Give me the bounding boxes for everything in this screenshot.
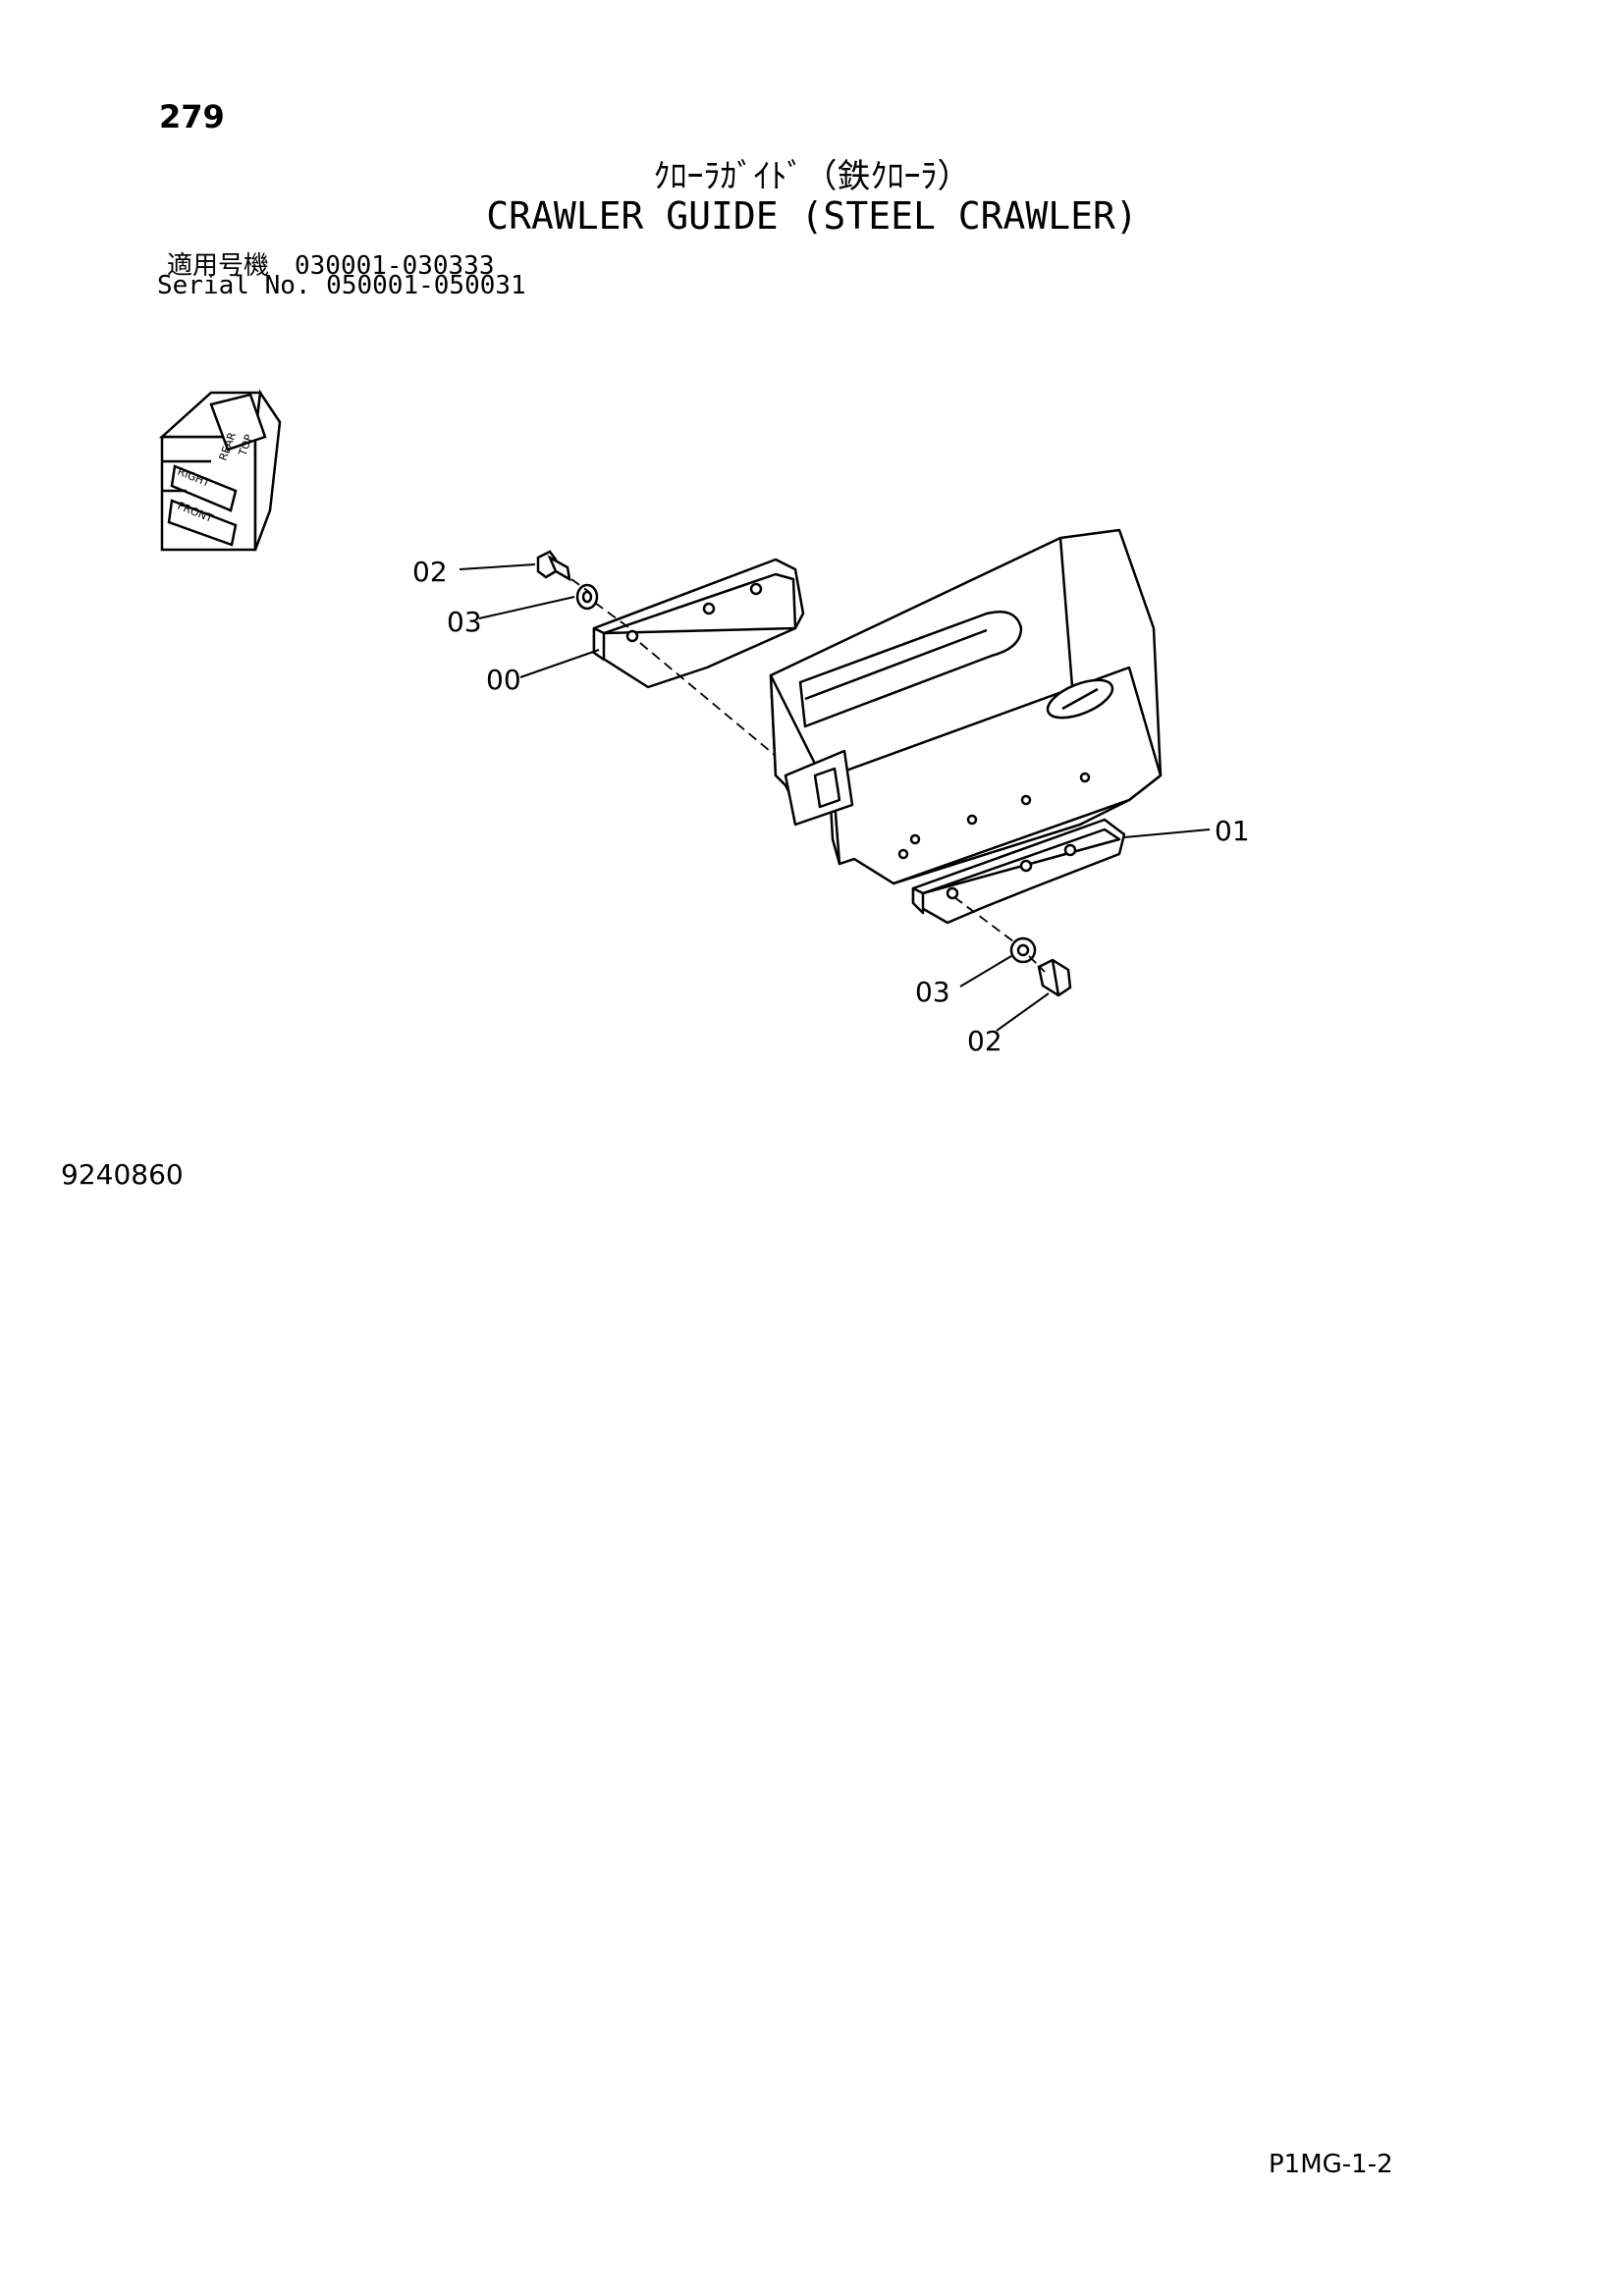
track-frame: [769, 528, 1163, 885]
assembly-lines: [570, 578, 1046, 973]
callout-lower-guide: 01: [1215, 815, 1250, 847]
callout-upper-guide: 00: [486, 664, 521, 696]
upper-washer: [575, 583, 599, 611]
serial-range-english: Serial No. 050001-050031: [157, 271, 526, 300]
title-japanese: ｸﾛｰﾗｶﾞｲﾄﾞ（鉄ｸﾛｰﾗ）: [653, 157, 971, 196]
serial-range-japanese: 適用号機 030001-030333: [167, 251, 495, 281]
leader-lines: [459, 563, 1211, 1032]
page-number: 279: [159, 98, 225, 135]
callout-lower-washer: 03: [915, 976, 950, 1008]
lower-bolt: [1037, 958, 1072, 997]
page-code: P1MG-1-2: [1269, 2150, 1393, 2179]
upper-bolt: [536, 550, 571, 582]
lower-crawler-guide: [911, 818, 1126, 925]
callout-upper-bolt: 02: [412, 556, 448, 588]
orientation-cube-icon: TOP REAR RIGHT FRONT: [158, 389, 282, 552]
callout-upper-washer: 03: [447, 606, 482, 638]
upper-crawler-guide: [592, 558, 805, 689]
title-english: CRAWLER GUIDE (STEEL CRAWLER): [486, 194, 1138, 238]
callout-lower-bolt: 02: [967, 1025, 1002, 1057]
drawing-number: 9240860: [61, 1158, 184, 1191]
